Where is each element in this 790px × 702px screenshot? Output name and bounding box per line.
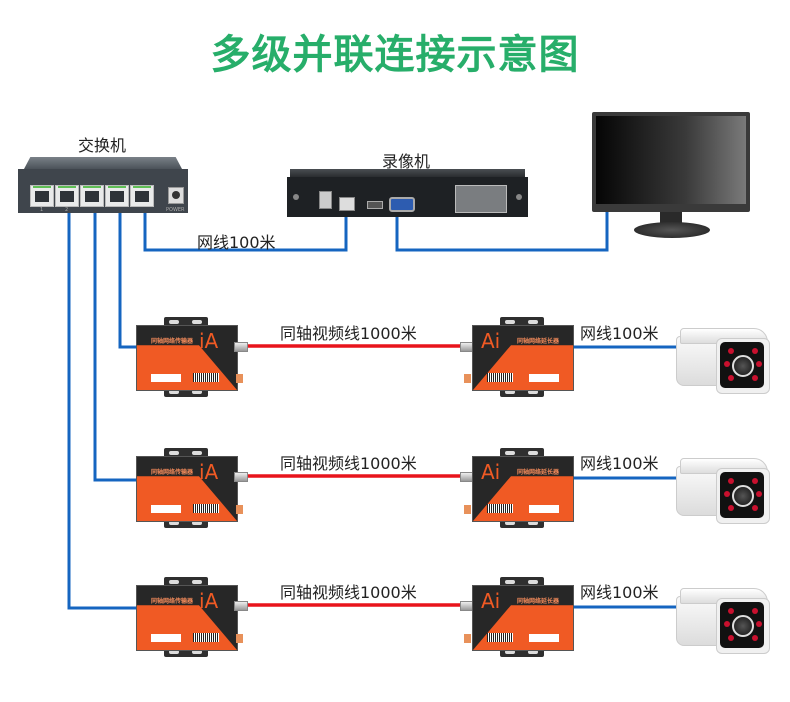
switch-label: 交换机: [78, 136, 127, 155]
barcode-icon: [193, 504, 219, 513]
switch-nvr-cable-label: 网线100米: [197, 233, 276, 252]
receiver-logo: Ai: [481, 589, 501, 613]
ethernet-port-icon: [339, 197, 355, 211]
camera-lens-icon: [732, 485, 754, 507]
bullet-camera-2: [674, 458, 772, 524]
network-switch: 1 2 POWER: [18, 157, 188, 213]
monitor: [592, 112, 750, 240]
coax-transmitter-1: iA 同轴网络传输器: [136, 317, 238, 397]
transmitter-logo: iA: [199, 329, 219, 353]
coax-receiver-2: Ai 同轴网络延长器: [472, 448, 574, 528]
switch-port-1: [30, 185, 54, 207]
coax-receiver-3: Ai 同轴网络延长器: [472, 577, 574, 657]
barcode-icon: [487, 633, 513, 642]
transmitter-name: 同轴网络传输器: [151, 598, 194, 605]
network-cable-switch-nvr: [143, 202, 348, 252]
switch-port-4: [105, 185, 129, 207]
power-jack-icon: [168, 187, 184, 204]
barcode-icon: [193, 373, 219, 382]
bullet-camera-1: [674, 328, 772, 394]
transmitter-name: 同轴网络传输器: [151, 338, 194, 345]
nvr-label: 录像机: [382, 152, 431, 171]
coax-transmitter-3: iA 同轴网络传输器: [136, 577, 238, 657]
coax-label-3: 同轴视频线1000米: [280, 583, 417, 602]
switch-port-2: [55, 185, 79, 207]
spec-sticker: [455, 185, 507, 213]
video-cable-nvr-monitor: [395, 205, 609, 252]
usb-port-icon: [319, 191, 332, 209]
transmitter-logo: iA: [199, 460, 219, 484]
coax-receiver-1: Ai 同轴网络延长器: [472, 317, 574, 397]
camera-lens-icon: [732, 615, 754, 637]
switch-port-3: [80, 185, 104, 207]
transmitter-logo: iA: [199, 589, 219, 613]
coax-label-1: 同轴视频线1000米: [280, 324, 417, 343]
network-video-recorder: [287, 169, 528, 217]
camera-lens-icon: [732, 355, 754, 377]
vga-port-icon: [389, 197, 415, 212]
hdmi-port-icon: [367, 201, 383, 209]
receiver-name: 同轴网络延长器: [517, 469, 560, 476]
transmitter-name: 同轴网络传输器: [151, 469, 194, 476]
receiver-name: 同轴网络延长器: [517, 598, 560, 605]
barcode-icon: [487, 373, 513, 382]
network-cable-switch-tx3: [67, 202, 136, 610]
network-cable-switch-tx2: [93, 202, 136, 482]
switch-port-5: [130, 185, 154, 207]
coax-transmitter-2: iA 同轴网络传输器: [136, 448, 238, 528]
camera-cable-label-3: 网线100米: [580, 583, 659, 602]
bullet-camera-3: [674, 588, 772, 654]
barcode-icon: [487, 504, 513, 513]
receiver-name: 同轴网络延长器: [517, 338, 560, 345]
receiver-logo: Ai: [481, 460, 501, 484]
camera-cable-label-1: 网线100米: [580, 324, 659, 343]
receiver-logo: Ai: [481, 329, 501, 353]
barcode-icon: [193, 633, 219, 642]
coax-label-2: 同轴视频线1000米: [280, 454, 417, 473]
diagram-title: 多级并联连接示意图: [210, 32, 580, 78]
network-cable-switch-tx1: [118, 202, 136, 349]
camera-cable-label-2: 网线100米: [580, 454, 659, 473]
